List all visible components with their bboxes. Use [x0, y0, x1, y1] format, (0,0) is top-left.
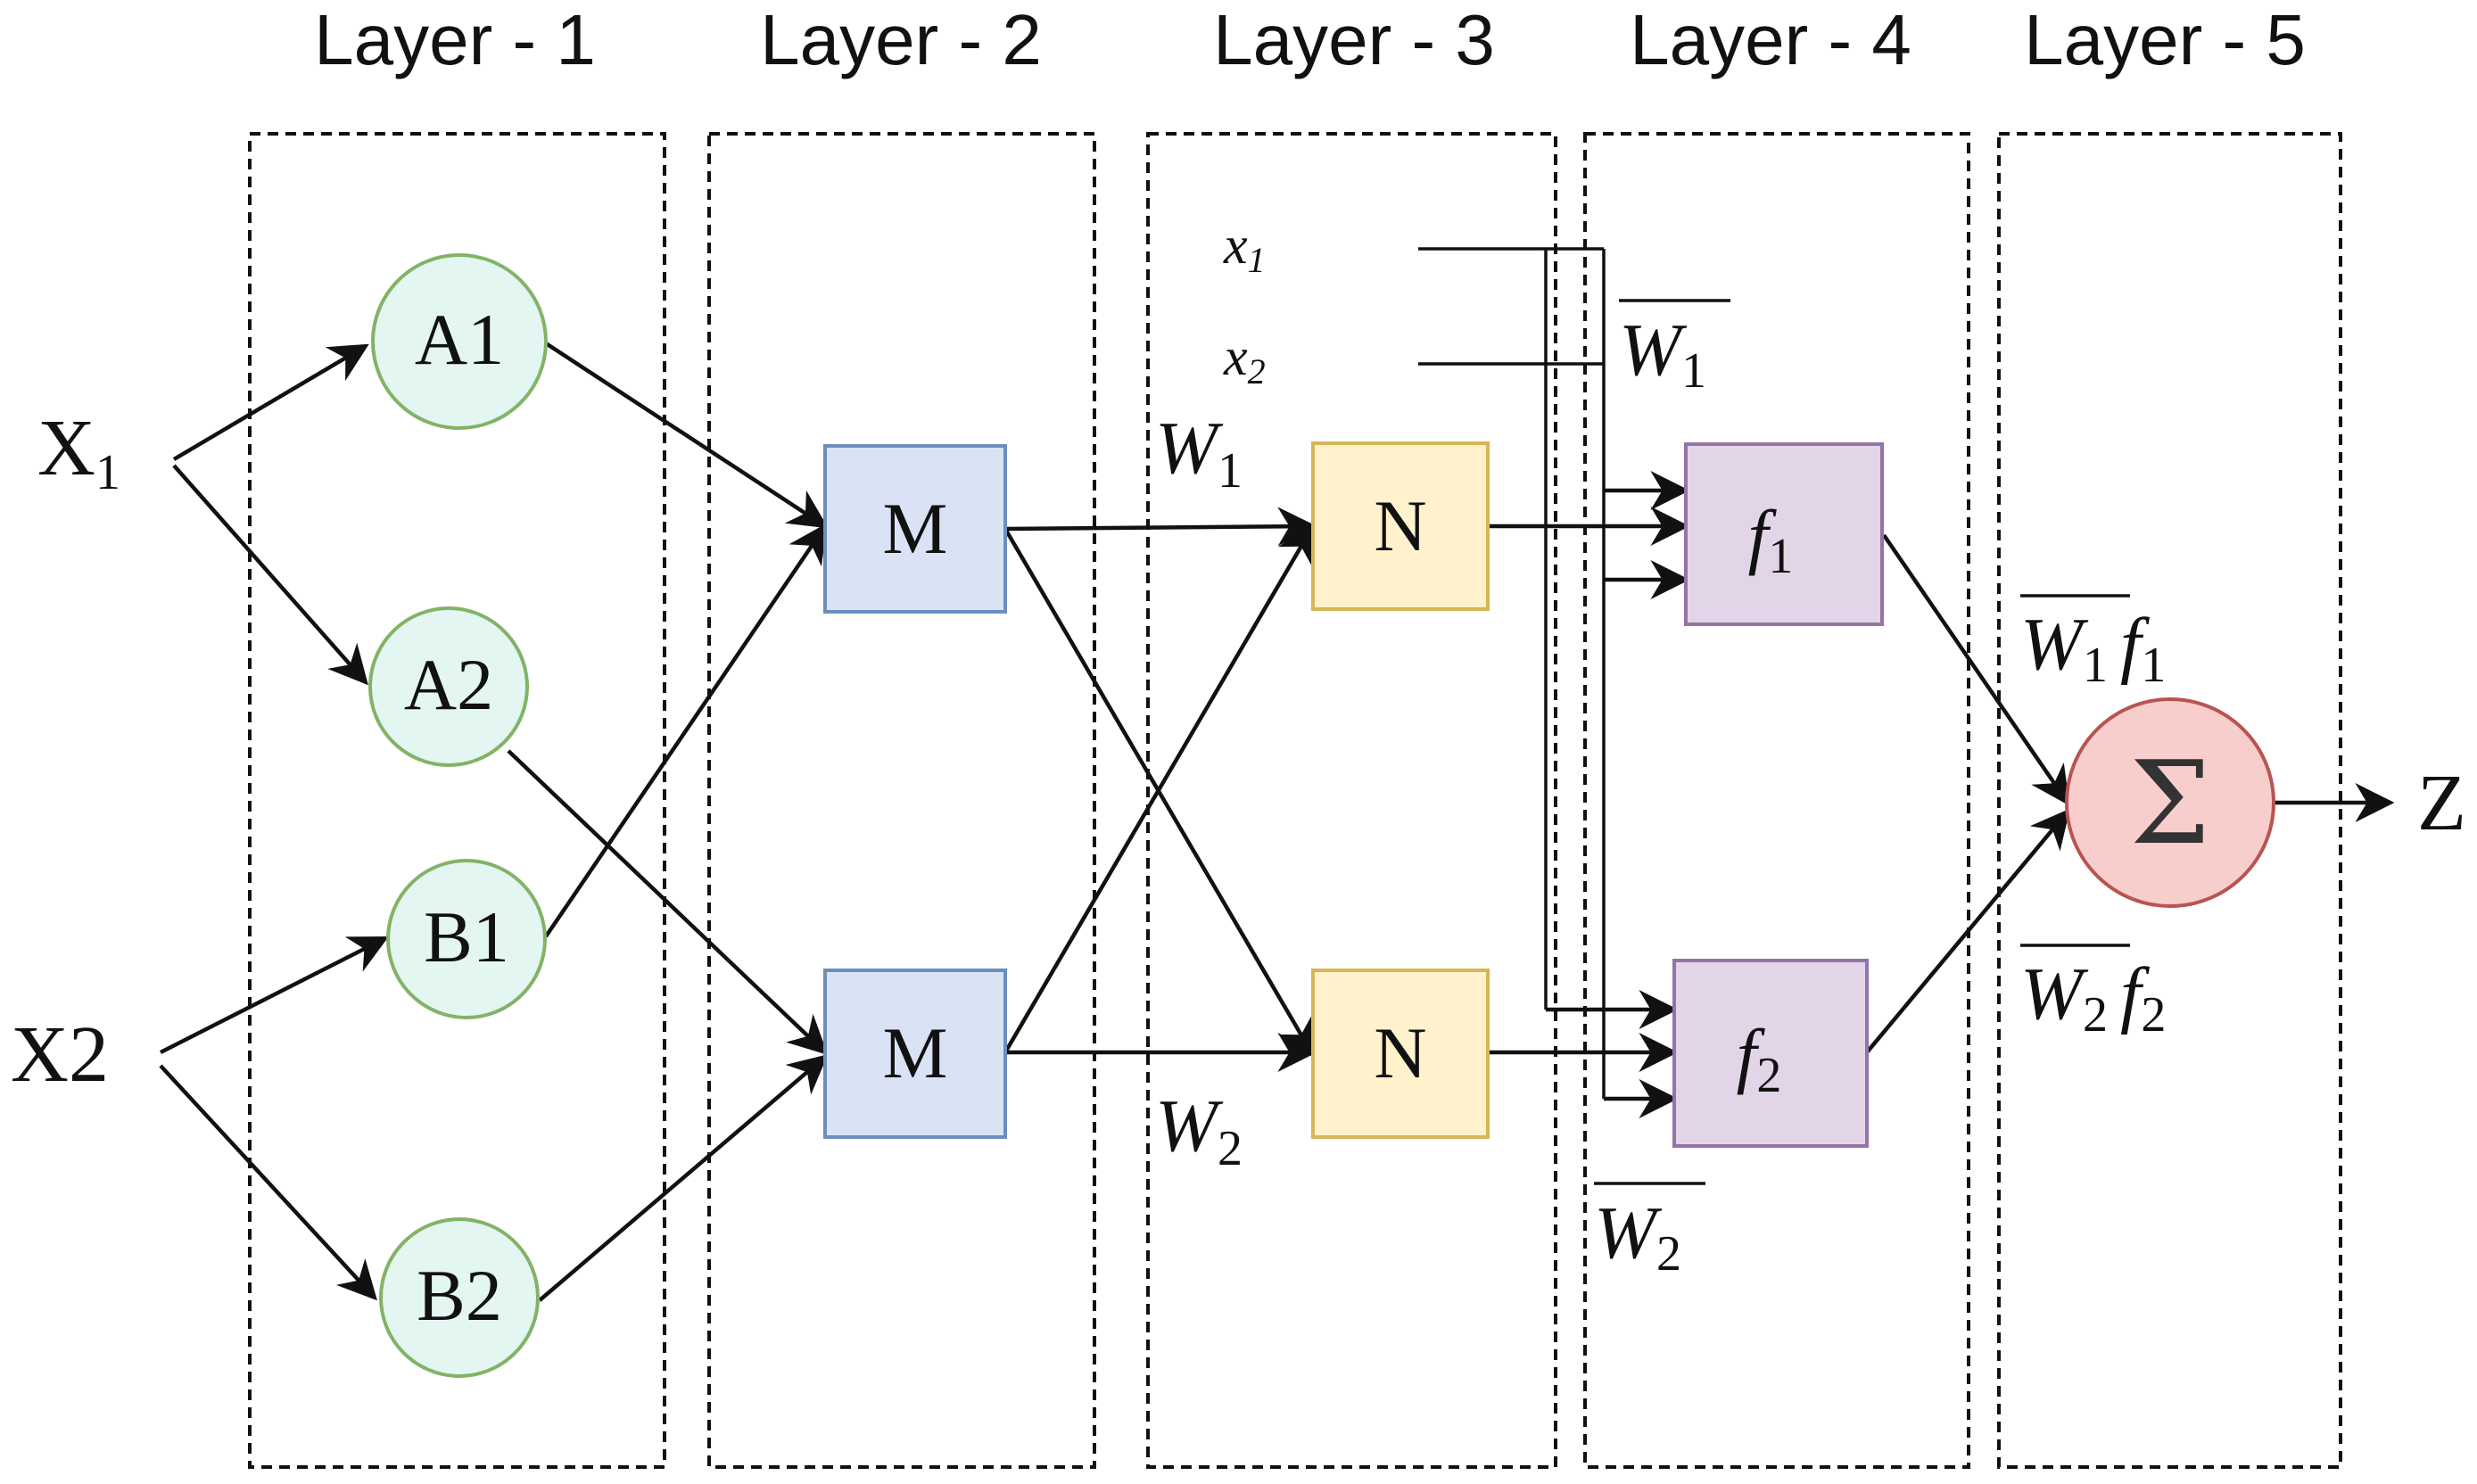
edge-a1-m1 — [544, 342, 829, 529]
svg-text:M: M — [883, 488, 948, 569]
layer-4-box — [1583, 132, 1970, 1469]
input-x1: X1 — [37, 404, 120, 500]
svg-text:W2: W2 — [1594, 1191, 1681, 1282]
edge-x2-b1 — [159, 936, 389, 1055]
edge-f1-sum — [1882, 533, 2070, 806]
edge-a2-m2 — [507, 749, 829, 1056]
membership-node-a1: A1 — [371, 253, 548, 430]
edge-x1-a2 — [172, 464, 368, 686]
edge-m2-n1 — [1003, 523, 1316, 1054]
rule-node-f1: f1 — [1684, 442, 1884, 626]
edge-b1-m1 — [544, 523, 828, 938]
output-z: Z — [2417, 759, 2466, 847]
layer-3-title: Layer - 3 — [1213, 0, 1495, 79]
label-x1-small: x1 — [1223, 216, 1266, 280]
svg-text:B2: B2 — [417, 1255, 502, 1336]
layer-2-title: Layer - 2 — [760, 0, 1042, 79]
label-wbar2: W2 — [1594, 1182, 1705, 1282]
layer-5-title: Layer - 5 — [2024, 0, 2306, 79]
svg-text:A2: A2 — [404, 644, 493, 725]
svg-text:W1: W1 — [1619, 309, 1706, 399]
normalize-node-n2: N — [1311, 969, 1490, 1139]
product-node-m2: M — [823, 969, 1007, 1139]
svg-text:N: N — [1374, 1012, 1426, 1093]
svg-text:B1: B1 — [424, 896, 509, 977]
normalize-node-n1: N — [1311, 441, 1490, 611]
layer-5-box — [1997, 132, 2342, 1469]
edge-b2-m2 — [538, 1054, 829, 1302]
layer-3-box — [1146, 132, 1557, 1469]
edge-m1-n1 — [1004, 507, 1317, 547]
sum-node: Σ — [2065, 697, 2275, 908]
membership-node-a2: A2 — [368, 606, 529, 767]
edge-x1-a1 — [172, 343, 369, 461]
layer-4-title: Layer - 4 — [1630, 0, 1911, 79]
input-routing-bus — [1418, 247, 1690, 1118]
sigma-icon: Σ — [2130, 738, 2211, 870]
membership-node-b1: B1 — [386, 859, 547, 1019]
edge-f2-sum — [1865, 808, 2070, 1054]
input-x2: X2 — [11, 1010, 109, 1099]
label-x2-small: x2 — [1223, 327, 1266, 392]
edge-x2-b2 — [159, 1064, 377, 1301]
rule-node-f2: f2 — [1672, 959, 1869, 1148]
label-w2: W2 — [1155, 1084, 1243, 1176]
membership-node-b2: B2 — [379, 1217, 540, 1378]
label-w1: W1 — [1155, 407, 1243, 499]
svg-text:A1: A1 — [415, 299, 504, 380]
product-node-m1: M — [823, 444, 1007, 614]
svg-text:M: M — [883, 1012, 948, 1093]
layer-2-box — [707, 132, 1096, 1469]
svg-text:N: N — [1374, 485, 1426, 566]
layer-1-title: Layer - 1 — [314, 0, 596, 79]
label-wbar1: W1 — [1619, 299, 1730, 399]
